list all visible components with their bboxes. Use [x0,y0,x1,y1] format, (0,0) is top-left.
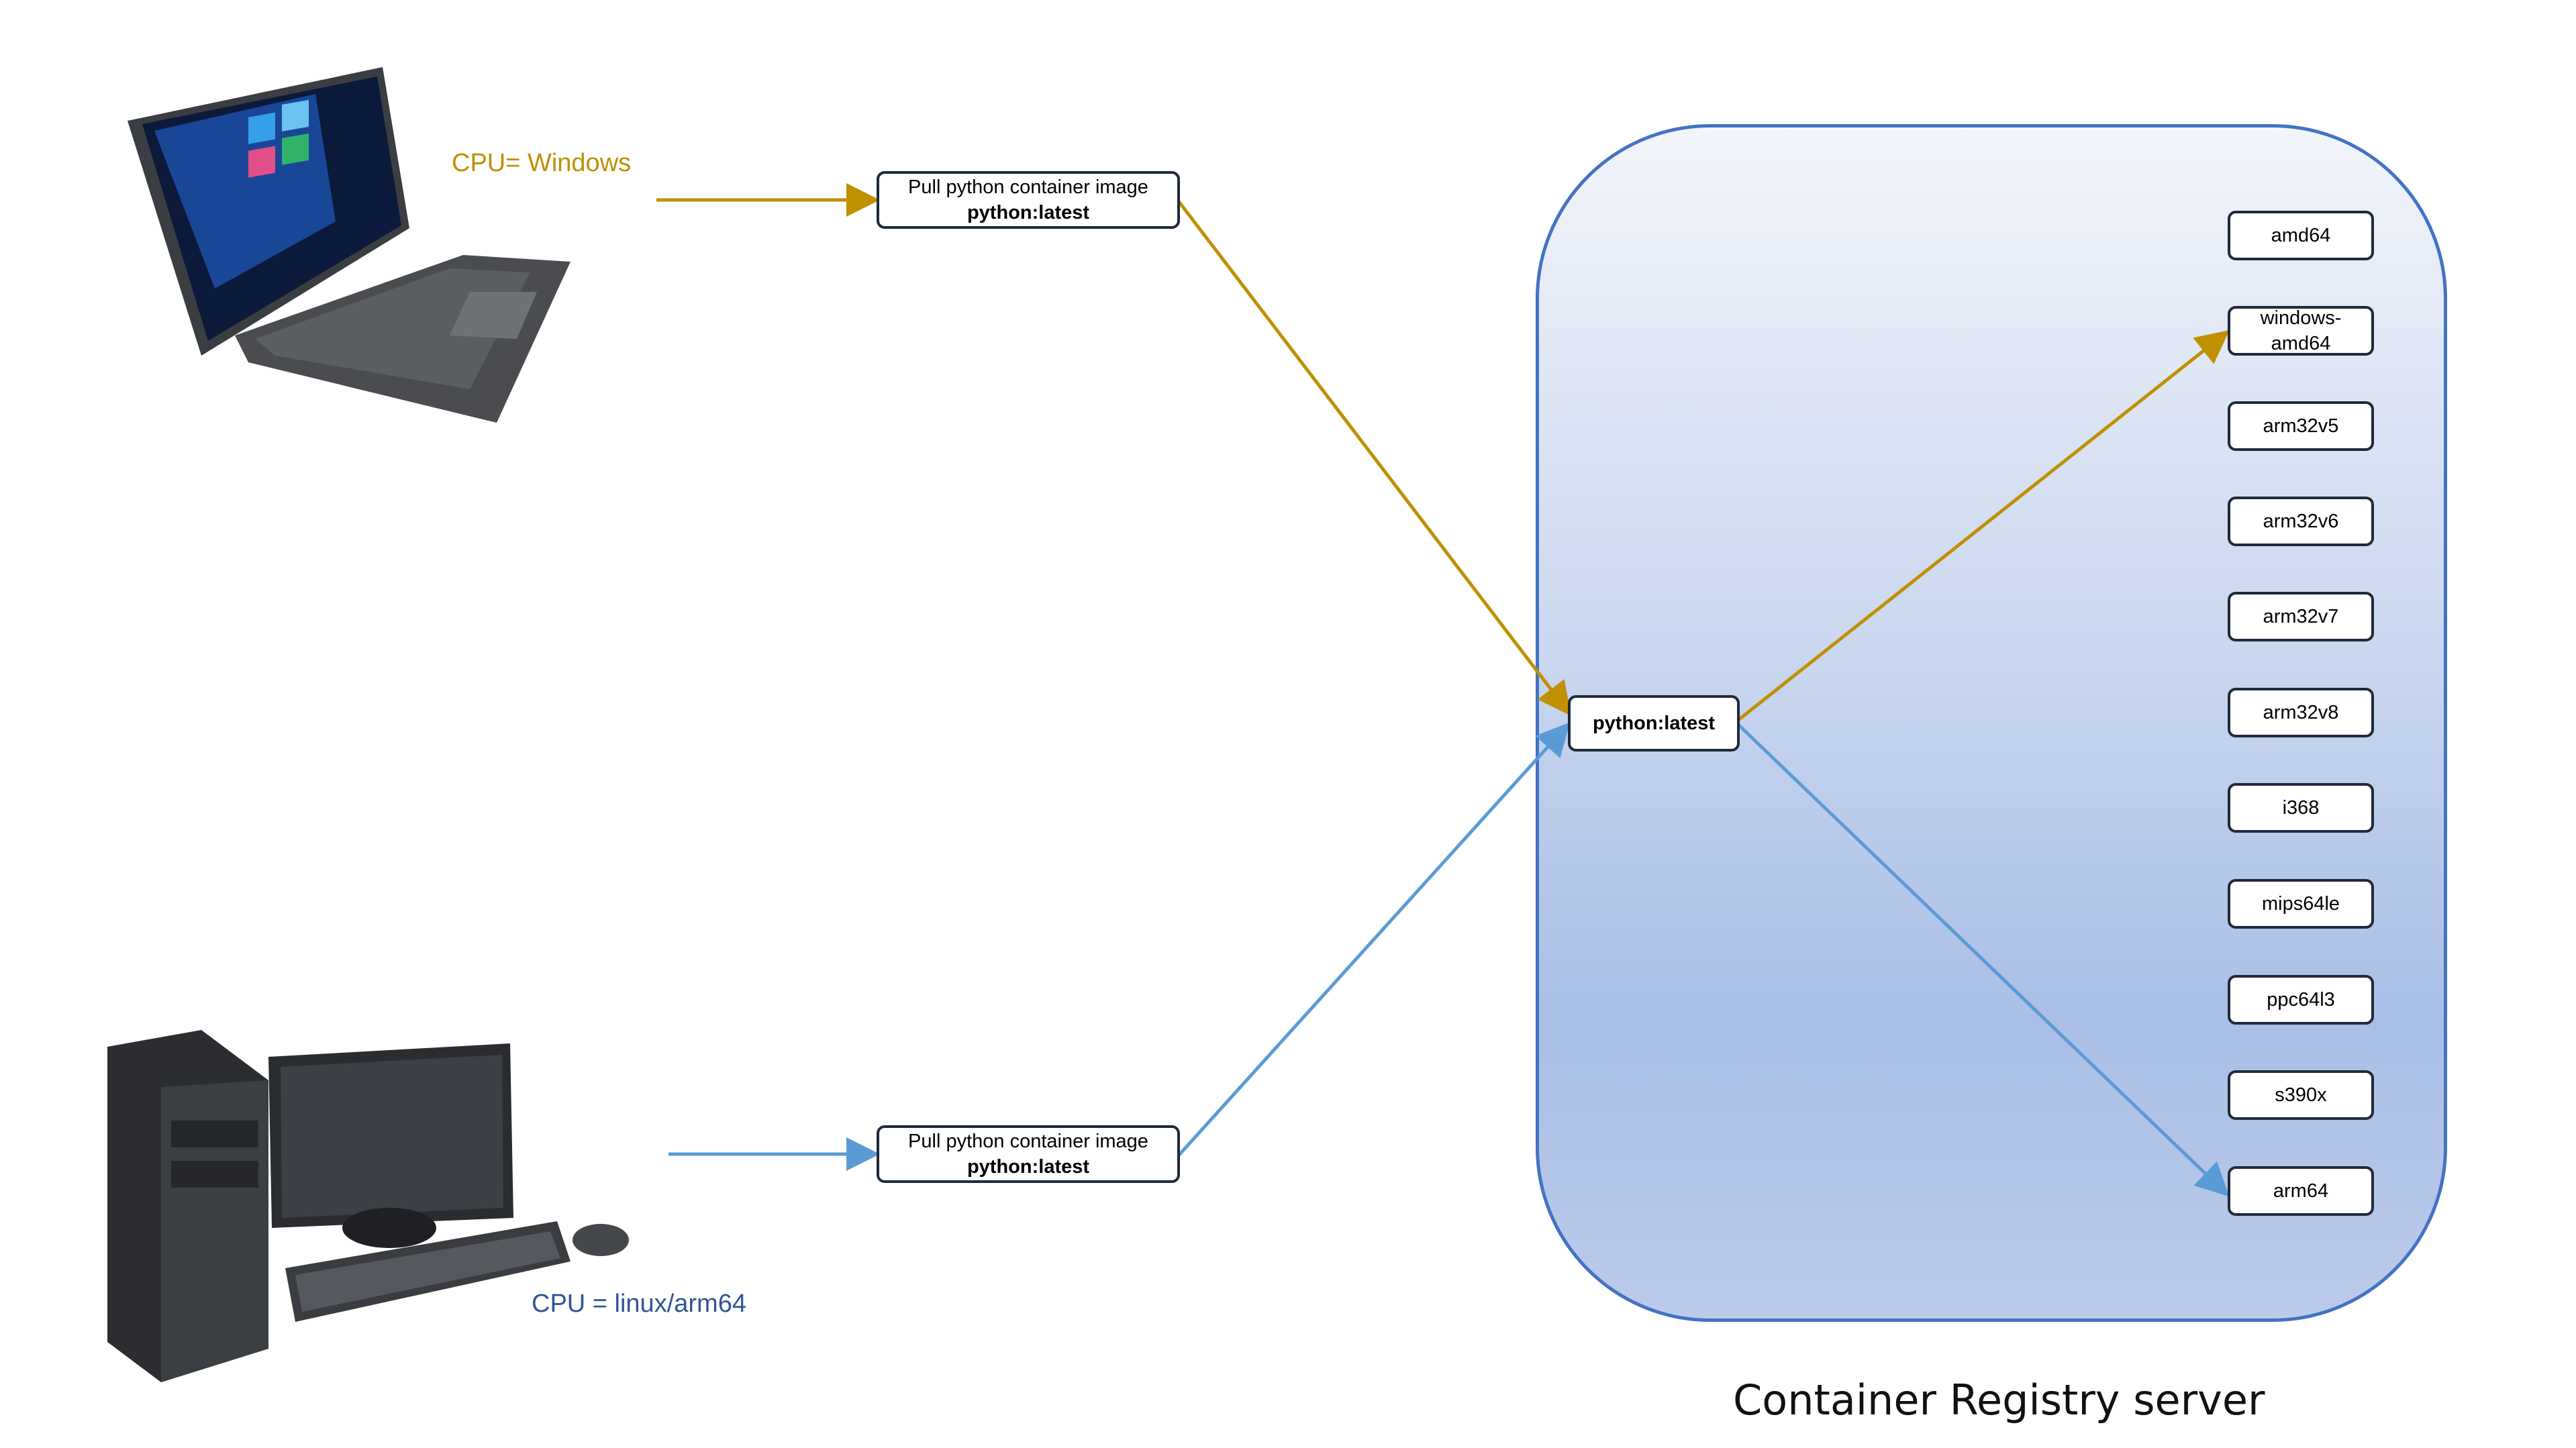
arch-arm32v6: arm32v6 [2228,497,2374,546]
arch-mips64le: mips64le [2228,879,2374,929]
linux-pull-request-box: Pull python container image python:lates… [877,1125,1180,1183]
arch-amd64: amd64 [2228,211,2374,260]
linux-request-to-registry-arrow [1177,722,1571,1157]
windows-pull-request-box: Pull python container image python:lates… [877,171,1180,229]
registry-to-arm64-arrow [1737,723,2230,1197]
arch-windows-amd64: windows- amd64 [2228,306,2374,356]
desktop-computer-icon [107,1030,629,1382]
windows-pull-request-image: python:latest [967,202,1090,223]
windows-request-to-registry-arrow [1177,200,1572,716]
arch-arm32v5: arm32v5 [2228,401,2374,451]
arch-ppc64l3: ppc64l3 [2228,975,2374,1025]
arch-arm64: arm64 [2228,1166,2374,1216]
arch-arm32v8: arm32v8 [2228,688,2374,737]
linux-cpu-label: CPU = linux/arm64 [532,1290,746,1318]
linux-pull-request-image: python:latest [967,1156,1090,1178]
arch-s390x: s390x [2228,1070,2374,1120]
registry-to-windows-amd64-arrow [1737,329,2230,721]
windows-pull-request-text: Pull python container image [908,176,1148,198]
arch-i368: i368 [2228,783,2374,833]
registry-image-tag-box: python:latest [1568,695,1740,752]
linux-pull-request-text: Pull python container image [908,1131,1148,1152]
arch-arm32v7: arm32v7 [2228,592,2374,641]
registry-title: Container Registry server [1733,1376,2265,1425]
windows-cpu-label: CPU= Windows [452,149,632,177]
laptop-icon [128,67,571,423]
